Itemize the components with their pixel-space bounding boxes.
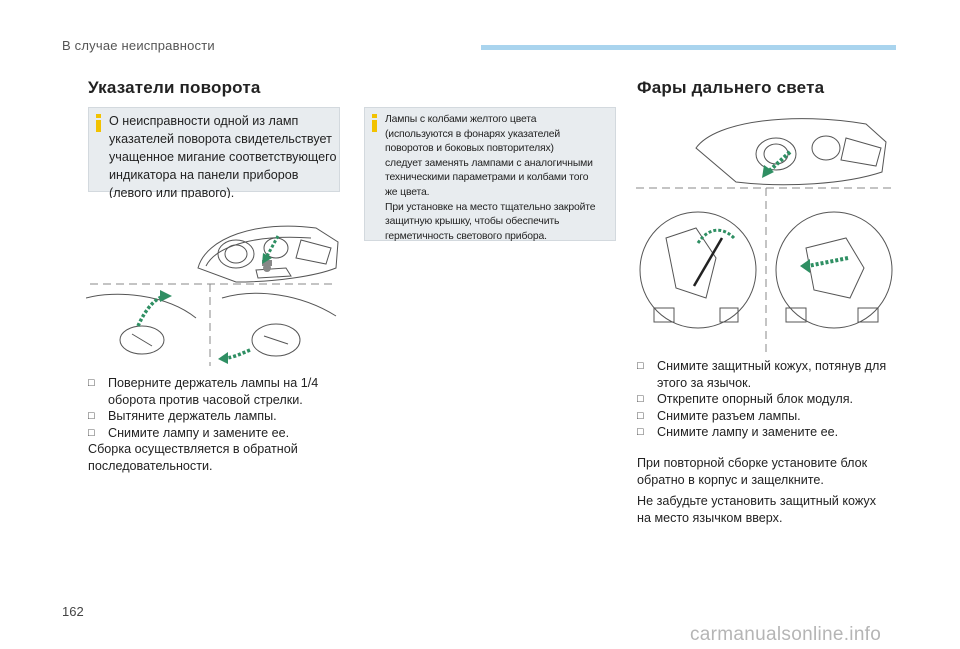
list-item: □Открепите опорный блок модуля. xyxy=(637,392,854,406)
checkbox-bullet-icon: □ xyxy=(88,410,95,422)
list-item: □Снимите защитный кожух, потянув для это… xyxy=(637,359,887,390)
info-note-bulbs: Лампы с колбами желтого цвета (использую… xyxy=(364,107,616,242)
high-beam-title: Фары дальнего света xyxy=(637,78,825,97)
info-note-text: Лампы с колбами желтого цвета (использую… xyxy=(385,114,596,242)
header-accent-bar xyxy=(481,45,896,50)
turn-signal-illustration xyxy=(86,198,342,368)
info-icon xyxy=(94,114,104,132)
checkbox-bullet-icon: □ xyxy=(637,426,644,438)
checkbox-bullet-icon: □ xyxy=(637,360,644,372)
turn-signal-steps: □Поверните держатель лампы на 1/4 оборот… xyxy=(88,375,340,474)
checkbox-bullet-icon: □ xyxy=(88,426,95,439)
checkbox-bullet-icon: □ xyxy=(637,393,644,405)
checkbox-bullet-icon: □ xyxy=(637,409,644,422)
list-item: □Снимите лампу и замените ее. xyxy=(88,425,290,440)
cover-reminder-paragraph: Не забудьте установить защитный кожух на… xyxy=(637,494,876,525)
reassembly-paragraph: При повторной сборке установите блок обр… xyxy=(637,456,868,487)
list-item: □Вытяните держатель лампы. xyxy=(88,409,277,423)
info-note-text: О неисправности одной из ламп указателей… xyxy=(109,114,337,200)
info-note-turn-signals: О неисправности одной из ламп указателей… xyxy=(88,107,340,200)
list-item: □Снимите разъем лампы. xyxy=(637,408,801,423)
checkbox-bullet-icon: □ xyxy=(88,377,95,389)
high-beam-steps: □Снимите защитный кожух, потянув для это… xyxy=(637,358,893,441)
section-header: В случае неисправности xyxy=(62,38,215,53)
turn-signals-title: Указатели поворота xyxy=(88,78,261,97)
watermark: carmanualsonline.info xyxy=(690,624,882,645)
reassembly-note: Сборка осуществляется в обратной последо… xyxy=(88,442,298,473)
list-item: □Поверните держатель лампы на 1/4 оборот… xyxy=(88,376,319,407)
page-number: 162 xyxy=(62,604,84,619)
info-icon xyxy=(370,114,380,132)
list-item: □Снимите лампу и замените ее. xyxy=(637,425,839,439)
high-beam-illustration xyxy=(636,108,894,358)
